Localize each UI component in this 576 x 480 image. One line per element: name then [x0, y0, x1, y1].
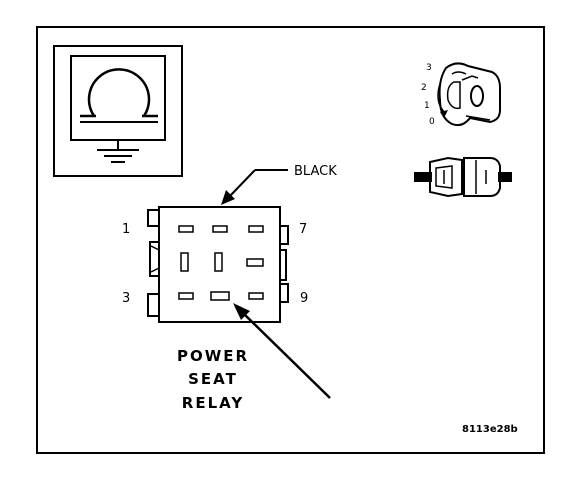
key-position-0: 0: [429, 117, 435, 127]
connector-color-label: BLACK: [294, 164, 337, 179]
key-position-1: 1: [424, 101, 430, 111]
key-position-3: 3: [426, 63, 432, 73]
figure-code: 8113e28b: [462, 424, 518, 435]
pin-label-1: 1: [122, 222, 130, 237]
pin-label-9: 9: [300, 291, 308, 306]
black-callout-leader: [221, 169, 288, 205]
relay-connector: [147, 206, 289, 323]
relay-title-line-3: RELAY: [182, 394, 244, 412]
pin-label-7: 7: [299, 222, 307, 237]
ground-symbol-icon: [53, 45, 183, 177]
key-position-2: 2: [421, 83, 427, 93]
relay-title-line-2: SEAT: [188, 370, 238, 388]
ignition-key-icon: [437, 62, 501, 127]
connector-plug-icon: [414, 156, 512, 198]
relay-title-line-1: POWER: [177, 347, 249, 365]
pin-label-3: 3: [122, 291, 130, 306]
diagram-frame: [36, 26, 545, 454]
relay-title-leader: [233, 303, 331, 399]
